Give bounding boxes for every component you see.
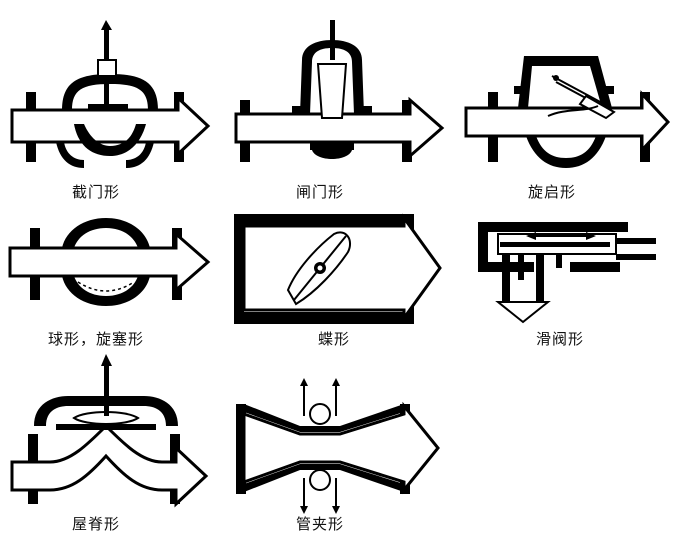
label-diaphragm: 屋脊形 <box>72 515 121 533</box>
label-butterfly: 蝶形 <box>318 330 351 348</box>
label-slide: 滑阀形 <box>536 330 585 348</box>
butterfly-valve-illustration <box>234 213 442 324</box>
label-gate: 闸门形 <box>296 183 345 201</box>
label-swing-check: 旋启形 <box>528 183 577 201</box>
slide-valve-illustration <box>478 222 656 324</box>
gate-valve-illustration <box>234 20 445 162</box>
label-ball-plug: 球形，旋塞形 <box>48 330 145 348</box>
ball-plug-valve-illustration <box>8 218 211 306</box>
globe-valve-illustration <box>10 20 211 168</box>
pinch-valve-illustration <box>236 378 440 514</box>
diaphragm-valve-illustration <box>10 354 209 508</box>
label-pinch: 管夹形 <box>296 515 345 533</box>
label-globe: 截门形 <box>72 183 121 201</box>
swing-check-valve-illustration <box>464 56 671 168</box>
